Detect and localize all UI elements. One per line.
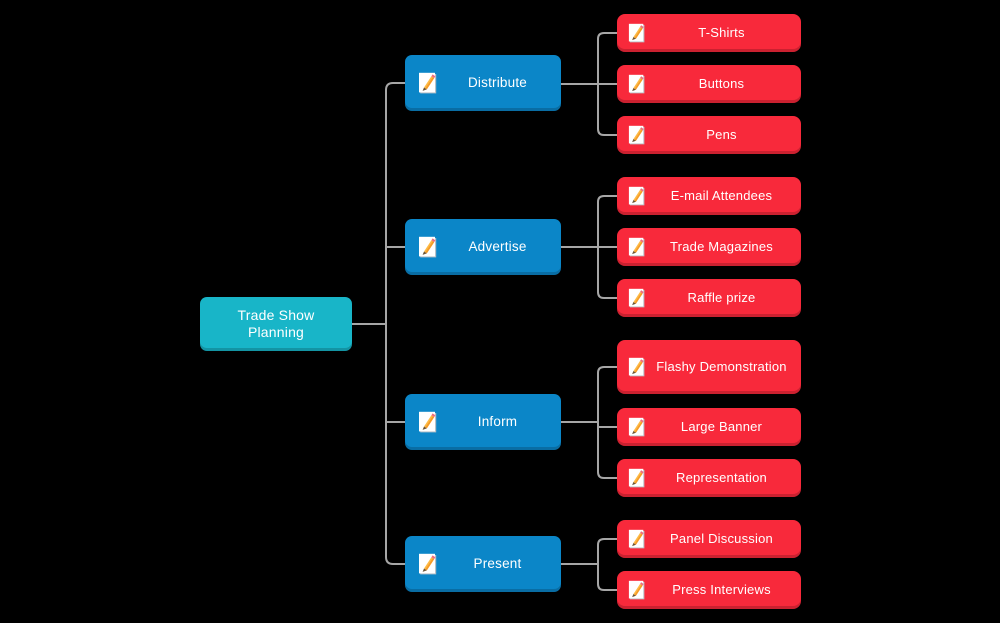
node-trade-show-planning[interactable]: Trade Show Planning xyxy=(200,297,352,351)
memo-icon xyxy=(418,236,438,258)
memo-icon xyxy=(628,74,646,94)
node-label: Advertise xyxy=(468,238,527,254)
node-large-banner[interactable]: Large Banner xyxy=(617,408,801,446)
node-label: Large Banner xyxy=(680,418,763,434)
node-label: Distribute xyxy=(467,74,528,90)
node-label: T-Shirts xyxy=(698,24,745,40)
node-label: Inform xyxy=(477,413,518,429)
node-label: Representation xyxy=(676,469,767,485)
memo-icon xyxy=(628,468,646,488)
node-label: E-mail Attendees xyxy=(670,187,773,203)
memo-icon xyxy=(628,23,646,43)
node-raffle-prize[interactable]: Raffle prize xyxy=(617,279,801,317)
memo-icon xyxy=(628,357,646,377)
node-pens[interactable]: Pens xyxy=(617,116,801,154)
memo-icon xyxy=(418,72,438,94)
node-t-shirts[interactable]: T-Shirts xyxy=(617,14,801,52)
node-label: Flashy Demonstration xyxy=(656,358,787,374)
node-label: Buttons xyxy=(698,75,745,91)
node-representation[interactable]: Representation xyxy=(617,459,801,497)
memo-icon xyxy=(628,580,646,600)
node-advertise[interactable]: Advertise xyxy=(405,219,561,275)
node-flashy-demonstration[interactable]: Flashy Demonstration xyxy=(617,340,801,394)
node-label: Trade Show Planning xyxy=(237,306,315,341)
node-inform[interactable]: Inform xyxy=(405,394,561,450)
node-buttons[interactable]: Buttons xyxy=(617,65,801,103)
node-present[interactable]: Present xyxy=(405,536,561,592)
node-email-attendees[interactable]: E-mail Attendees xyxy=(617,177,801,215)
memo-icon xyxy=(628,417,646,437)
memo-icon xyxy=(628,186,646,206)
memo-icon xyxy=(418,553,438,575)
memo-icon xyxy=(628,237,646,257)
node-distribute[interactable]: Distribute xyxy=(405,55,561,111)
memo-icon xyxy=(628,288,646,308)
node-trade-magazines[interactable]: Trade Magazines xyxy=(617,228,801,266)
node-press-interviews[interactable]: Press Interviews xyxy=(617,571,801,609)
node-label: Raffle prize xyxy=(687,289,756,305)
node-label: Present xyxy=(473,555,522,571)
memo-icon xyxy=(628,125,646,145)
memo-icon xyxy=(418,411,438,433)
node-label: Trade Magazines xyxy=(670,238,773,254)
node-label: Panel Discussion xyxy=(670,530,773,546)
node-panel-discussion[interactable]: Panel Discussion xyxy=(617,520,801,558)
node-label: Pens xyxy=(706,126,737,142)
memo-icon xyxy=(628,529,646,549)
node-label: Press Interviews xyxy=(672,581,771,597)
